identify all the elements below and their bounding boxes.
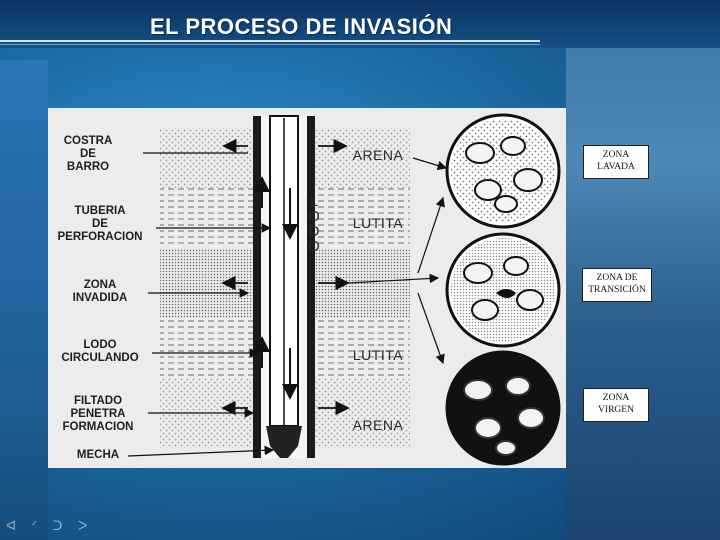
zone-transicion-line-1: ZONA DE (583, 272, 651, 284)
pore-circle-lavada (447, 115, 559, 227)
invasion-diagram: COSTRA DE BARRO TUBERIA DE PERFORACION Z… (48, 108, 566, 468)
leader-mecha (128, 450, 273, 456)
mud-cake-left (253, 116, 261, 458)
lodo-letter-4: O (308, 238, 320, 255)
arrow-to-circle-1b (418, 198, 443, 273)
mud-cake-right (307, 116, 315, 458)
label-filtrado-1: FILTADO (74, 395, 122, 407)
label-tuberia-1: TUBERIA (74, 205, 125, 217)
label-costra-3: BARRO (67, 161, 109, 173)
label-tuberia-3: PERFORACION (58, 231, 143, 243)
label-lodo-2: CIRCULANDO (61, 352, 138, 364)
zone-lavada-line-2: LAVADA (584, 161, 648, 173)
decorative-glyphs: ᐊ ᐟ ᑐ ᐳ (6, 518, 93, 534)
zone-virgen-line-2: VIRGEN (584, 404, 648, 416)
label-filtrado-3: FORMACION (63, 421, 134, 433)
formation-arena-top: ARENA (353, 147, 404, 163)
slide-title: EL PROCESO DE INVASIÓN (150, 14, 452, 40)
pore-circle-transicion (447, 234, 559, 346)
invasion-diagram-svg: COSTRA DE BARRO TUBERIA DE PERFORACION Z… (48, 108, 566, 468)
zone-virgen-line-1: ZONA (584, 392, 648, 404)
formation-lutita-1: LUTITA (353, 215, 403, 231)
label-costra-2: DE (80, 148, 96, 160)
label-filtrado-2: PENETRA (71, 408, 126, 420)
title-underline-accent (0, 44, 540, 45)
zone-transicion-line-2: TRANSICIÓN (583, 284, 651, 296)
title-underline (0, 40, 540, 42)
arrow-to-circle-1 (413, 158, 446, 168)
label-lodo-1: LODO (83, 339, 116, 351)
formation-lutita-2: LUTITA (353, 347, 403, 363)
label-tuberia-2: DE (92, 218, 108, 230)
arrow-to-circle-3 (418, 293, 443, 363)
zone-lavada-line-1: ZONA (584, 149, 648, 161)
zone-box-transicion: ZONA DE TRANSICIÓN (582, 268, 652, 302)
background-photo-rig (0, 60, 48, 540)
pore-circle-virgen (447, 352, 559, 464)
zone-box-virgen: ZONA VIRGEN (583, 388, 649, 422)
label-costra-1: COSTRA (64, 135, 113, 147)
label-zona-invadida-1: ZONA (84, 279, 117, 291)
label-mecha: MECHA (77, 449, 119, 461)
formation-arena-bottom: ARENA (353, 417, 404, 433)
zone-box-lavada: ZONA LAVADA (583, 145, 649, 179)
label-zona-invadida-2: INVADIDA (73, 292, 128, 304)
